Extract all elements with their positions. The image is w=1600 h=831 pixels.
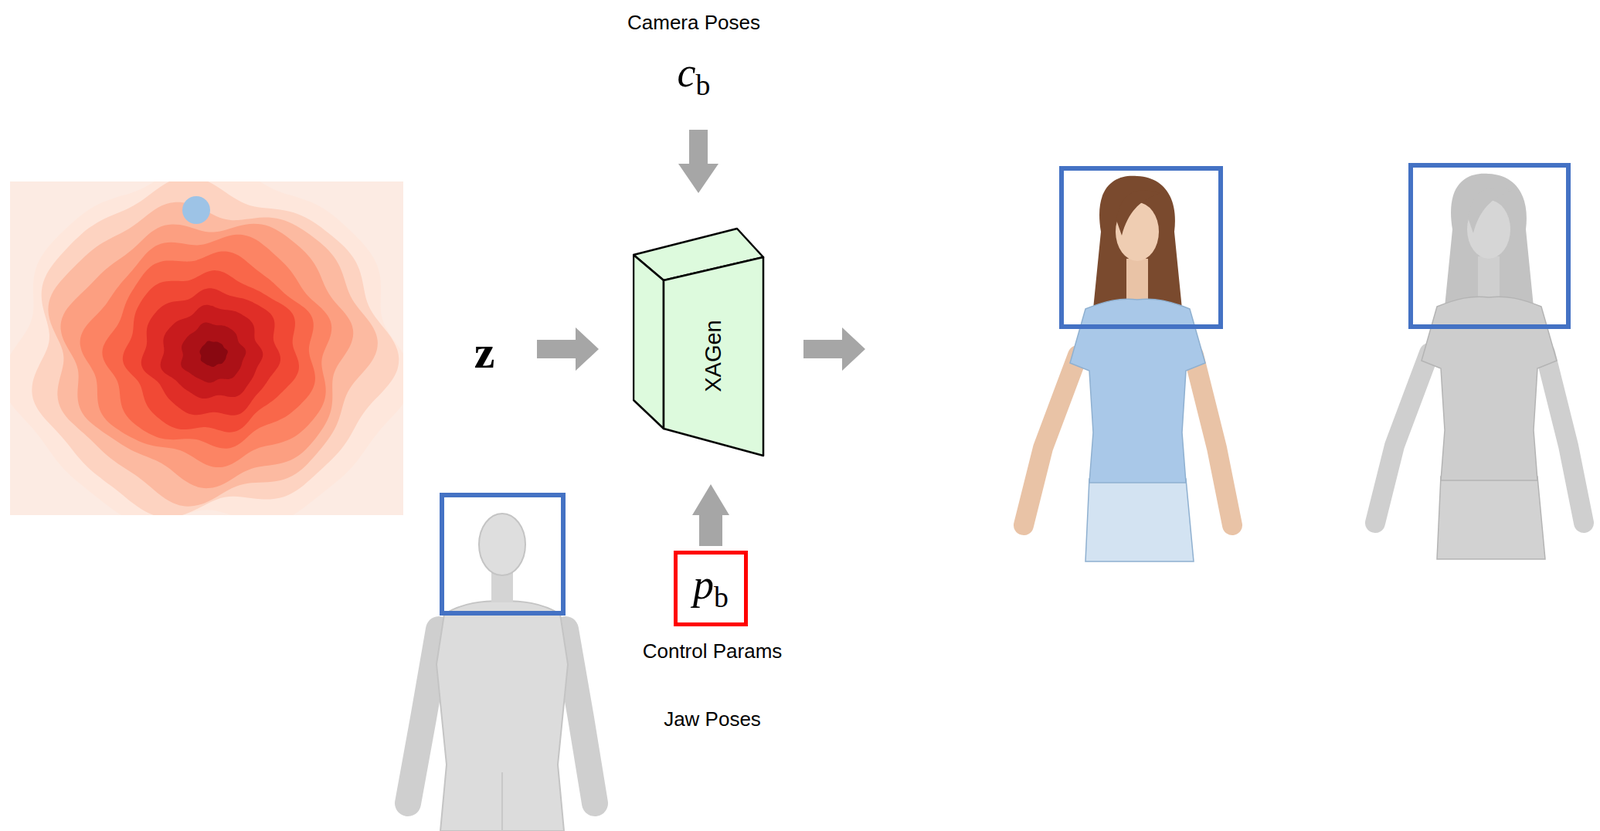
input-arrow (678, 129, 719, 194)
contour-level (60, 224, 354, 490)
contour-level (122, 270, 299, 433)
contour-level (199, 340, 228, 367)
param-symbol: pb (692, 563, 729, 613)
contour-plot (10, 181, 404, 516)
body-mesh (407, 513, 595, 831)
contour-level (47, 202, 378, 507)
input-label: Jaw Poses (663, 708, 761, 731)
mesh-arm (407, 629, 439, 804)
arm (1193, 355, 1233, 526)
contour-level (31, 181, 399, 516)
arm (1375, 353, 1430, 524)
math-base: c (677, 49, 697, 96)
math-symbol: cb (677, 50, 711, 102)
jeans (1085, 478, 1194, 562)
contour-level (180, 322, 246, 384)
hair (1093, 176, 1183, 315)
block-face (663, 257, 764, 456)
generator-block: XAGen (632, 226, 766, 459)
neck (1477, 256, 1500, 299)
mesh-arm (565, 629, 595, 804)
hair (1467, 187, 1512, 234)
arm (1545, 353, 1584, 524)
math-subscript: b (713, 581, 729, 615)
face-box (1410, 165, 1569, 327)
math-subscript: b (696, 68, 711, 102)
latent-symbol: z (474, 326, 496, 378)
neck (1126, 258, 1149, 302)
block-face (633, 254, 664, 429)
output-arrow (803, 327, 866, 371)
jeans (1436, 476, 1546, 560)
math-base: p (692, 561, 714, 609)
hair (1444, 173, 1534, 313)
face-box (1061, 168, 1221, 327)
block-outline (632, 226, 766, 459)
shirt (1421, 296, 1557, 481)
contour-level (10, 181, 404, 516)
input-label: Camera Poses (627, 11, 761, 34)
hair (1116, 190, 1161, 236)
mesh-head (478, 513, 526, 576)
flow-arrow (692, 484, 730, 547)
face-box (441, 495, 564, 614)
input-label: Control Params (642, 640, 783, 663)
contour-level (80, 234, 333, 468)
generated-image (1023, 176, 1233, 562)
contour-level (160, 305, 264, 399)
arm (1023, 355, 1078, 526)
mesh-crease (501, 772, 503, 831)
mesh-torso (436, 601, 568, 831)
contour-level (101, 251, 316, 449)
generated-mesh (1375, 173, 1584, 560)
input-arrow (536, 327, 599, 371)
control-param-box: pb (673, 550, 748, 627)
contour-level (141, 288, 281, 416)
sample-dot (182, 196, 211, 225)
block-name: XAGen (700, 319, 727, 393)
